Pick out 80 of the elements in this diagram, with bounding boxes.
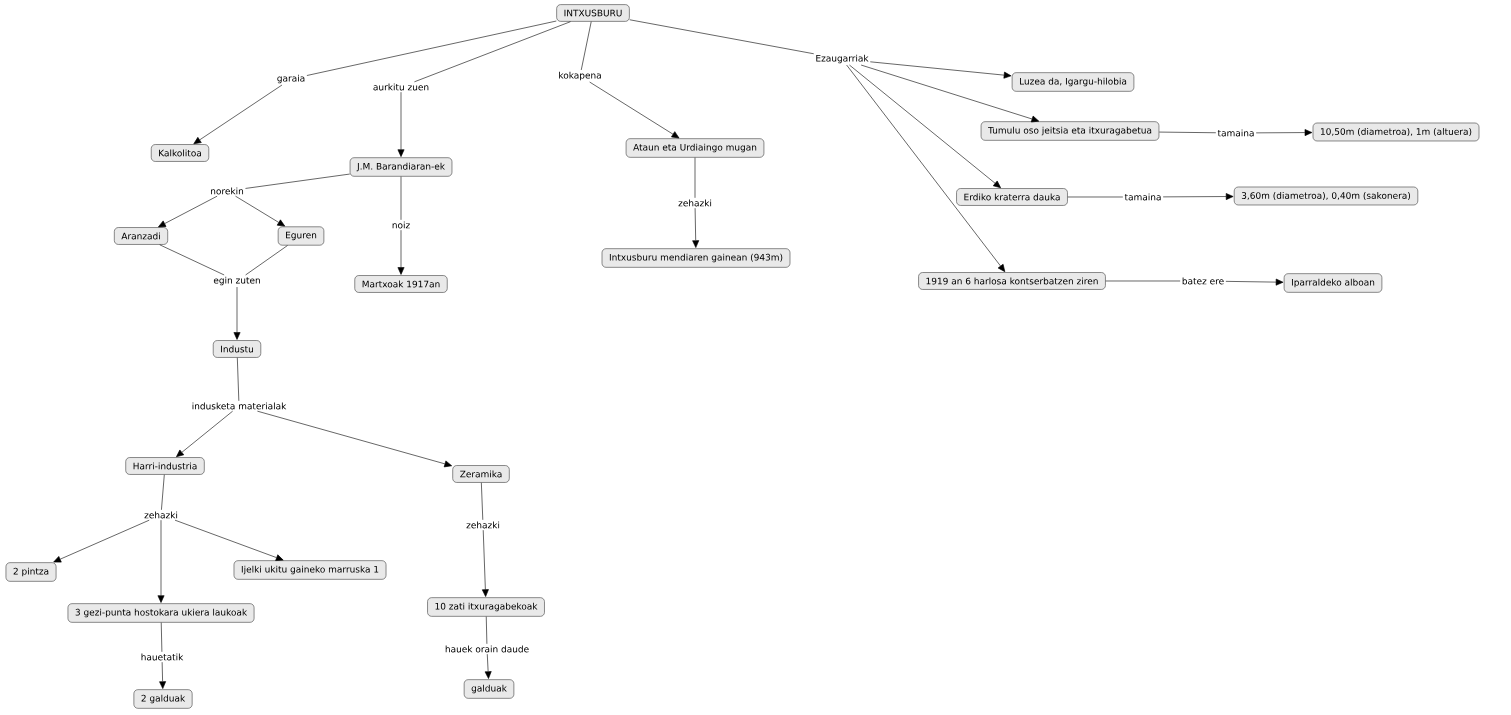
- concept-box: Industu: [212, 340, 262, 358]
- connector: [400, 176, 402, 221]
- connector: [846, 64, 1006, 272]
- linking-phrase: tamaina: [1123, 192, 1163, 202]
- concept-box: 10 zati itxuragabekoak: [427, 597, 545, 617]
- connector: [484, 653, 492, 679]
- concept-box: Harri-industria: [125, 457, 205, 475]
- connector: [485, 616, 488, 645]
- connector: [160, 622, 163, 653]
- connector: [1225, 278, 1284, 286]
- linking-phrase: zehazki: [142, 510, 180, 520]
- connector: [1255, 129, 1313, 136]
- concept-box: J.M. Barandiaran-ek: [349, 157, 453, 177]
- concept-box: Aranzadi: [114, 227, 168, 245]
- connector: [257, 410, 452, 468]
- linking-phrase: zehazki: [676, 198, 714, 208]
- linking-phrase: tamaina: [1216, 128, 1256, 138]
- connector: [589, 81, 680, 139]
- connector: [481, 529, 489, 597]
- linking-phrase: batez ere: [1180, 276, 1226, 286]
- concept-box: Luzea da, Igargu-hilobia: [1011, 72, 1135, 92]
- connector: [869, 61, 1012, 79]
- linking-phrase: noiz: [390, 220, 412, 230]
- concept-box: Intxusburu mendiaren gainean (943m): [601, 248, 791, 268]
- connector: [694, 157, 696, 199]
- concept-box: 2 galduak: [133, 689, 193, 709]
- connector: [306, 20, 557, 76]
- connector: [158, 195, 218, 228]
- concept-box: 1919 an 6 harlosa kontserbatzen ziren: [918, 272, 1106, 290]
- linking-phrase: kokapena: [556, 70, 604, 82]
- concept-box: 2 pintza: [5, 562, 57, 582]
- connector: [159, 244, 225, 276]
- connector: [397, 91, 405, 157]
- connector: [1067, 196, 1124, 198]
- connector: [157, 519, 165, 603]
- concept-box: Martxoak 1917an: [354, 275, 448, 293]
- connector: [176, 410, 233, 458]
- connector: [53, 519, 150, 563]
- connector: [233, 286, 241, 340]
- connector: [161, 474, 165, 511]
- linking-phrase: hauek orain daude: [443, 644, 531, 654]
- linking-phrase: zehazki: [464, 520, 502, 530]
- connector: [159, 661, 166, 689]
- connector: [860, 64, 1040, 123]
- linking-phrase: norekin: [208, 186, 246, 196]
- connector: [1162, 193, 1234, 200]
- connector: [245, 245, 288, 276]
- linking-phrase: hauetatik: [139, 652, 185, 662]
- concept-box: Tumulu oso jeitsia eta itxuragabetua: [980, 121, 1160, 141]
- connector: [580, 21, 592, 71]
- connector: [235, 195, 286, 227]
- concept-box: Erdiko kraterra dauka: [956, 188, 1068, 206]
- concept-box: INTXUSBURU: [556, 4, 630, 22]
- connector: [1158, 131, 1217, 134]
- concept-box: Ijelki ukitu gaineko marruska 1: [233, 560, 387, 580]
- linking-phrase: egin zuten: [211, 275, 263, 287]
- connector: [193, 84, 283, 145]
- concept-box: Zeramika: [452, 465, 510, 483]
- linking-phrase: garaia: [275, 73, 307, 85]
- concept-box: 3 gezi-punta hostokara ukiera laukoak: [67, 603, 255, 623]
- concept-box: 10,50m (diametroa), 1m (altuera): [1312, 122, 1480, 142]
- concept-box: Ataun eta Urdiaingo mugan: [625, 138, 765, 158]
- linking-phrase: Ezaugarriak: [813, 53, 871, 65]
- connector: [692, 207, 700, 248]
- concept-box: 3,60m (diametroa), 0,40m (sakonera): [1233, 186, 1419, 206]
- linking-phrase: indusketa materialak: [190, 401, 288, 411]
- concept-box: Iparraldeko alboan: [1283, 273, 1383, 293]
- linking-phrase: aurkitu zuen: [371, 82, 431, 92]
- connector: [414, 21, 571, 83]
- connector: [174, 519, 284, 561]
- connector: [849, 64, 1001, 189]
- connector: [397, 229, 405, 275]
- connector: [245, 173, 351, 189]
- concept-box: galduak: [463, 679, 515, 699]
- concept-box: Eguren: [277, 226, 325, 246]
- connector: [1105, 280, 1181, 282]
- connector: [481, 482, 484, 521]
- connector: [237, 357, 240, 402]
- concept-box: Kalkolitoa: [150, 144, 210, 162]
- connector: [629, 19, 815, 55]
